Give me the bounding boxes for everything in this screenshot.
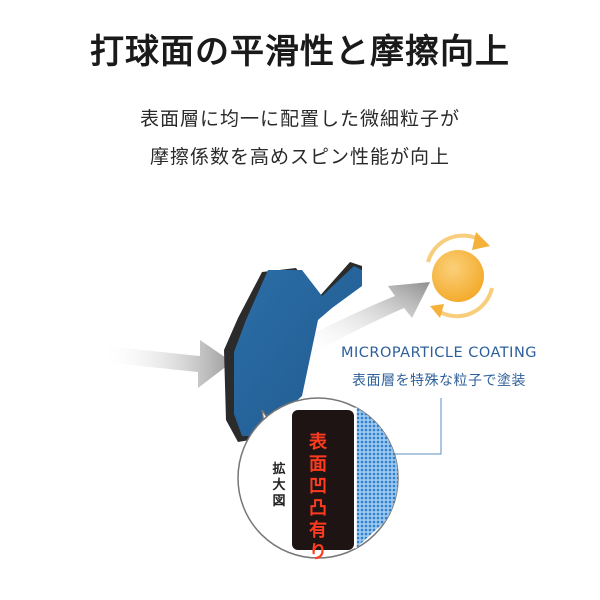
page-title: 打球面の平滑性と摩擦向上	[90, 32, 510, 72]
description-line-1: 表面層に均一に配置した微細粒子が	[139, 108, 460, 130]
incoming-ball-arrow-icon	[100, 340, 232, 388]
description-line-2: 摩擦係数を高めスピン性能が向上	[149, 146, 450, 168]
coating-title: MICROPARTICLE COATING	[340, 345, 538, 361]
spin-ball-icon	[426, 232, 494, 319]
outgoing-ball-arrow-icon	[300, 282, 430, 352]
paddle-icon	[224, 262, 362, 442]
magnify-label: 拡大図	[272, 462, 286, 509]
magnified-surface-icon	[237, 397, 399, 559]
coating-subtitle: 表面層を特殊な粒子で塗装	[352, 373, 526, 389]
surface-label: 表面凹凸有り	[309, 432, 327, 563]
